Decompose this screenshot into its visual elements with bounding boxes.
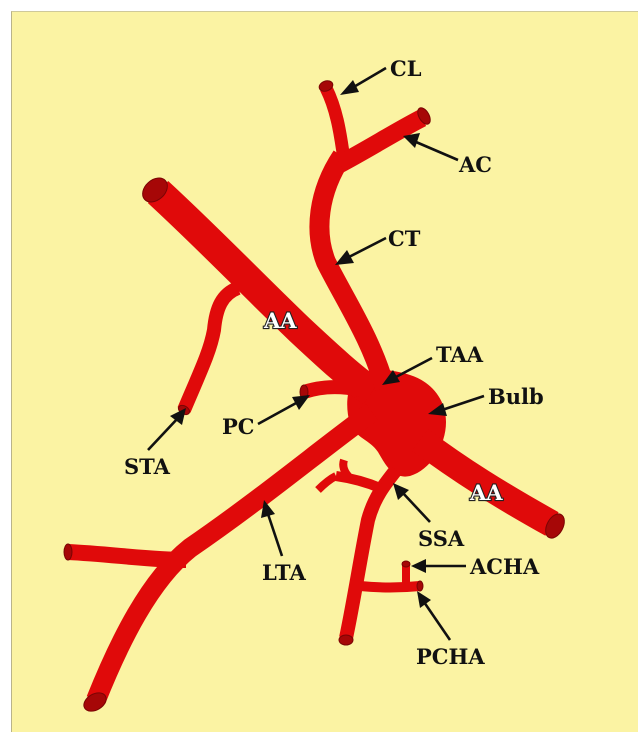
- label-sta: STA: [124, 454, 171, 479]
- arrow-sta: [148, 418, 178, 450]
- ssa-side3-vessel: [318, 476, 336, 490]
- label-taa: TAA: [436, 342, 484, 367]
- vessel-network: [68, 88, 552, 700]
- pc-vessel: [304, 387, 360, 392]
- label-lta: LTA: [262, 560, 307, 585]
- arrow-lta: [268, 514, 282, 556]
- label-pc: PC: [222, 414, 255, 439]
- label-cl: CL: [390, 56, 422, 81]
- acha-end: [402, 561, 410, 567]
- arrow-ssa: [402, 492, 430, 522]
- lta-left-end: [64, 544, 72, 560]
- arrow-acha-head: [411, 559, 426, 573]
- arrow-pc: [258, 402, 298, 424]
- arrow-pcha-head: [417, 591, 431, 608]
- pcha-end: [417, 581, 423, 591]
- label-ssa: SSA: [418, 526, 465, 551]
- arrow-ct-head: [335, 250, 354, 265]
- label-acha: ACHA: [469, 554, 540, 579]
- arrow-taa: [394, 358, 432, 378]
- arrow-pcha: [424, 602, 450, 640]
- label-aa-lower: AA: [469, 480, 503, 505]
- ssa-vessel: [346, 470, 396, 638]
- arrow-cl-head: [340, 80, 359, 95]
- label-pcha: PCHA: [416, 644, 485, 669]
- cl-vessel: [326, 88, 344, 160]
- label-aa-upper: AA: [263, 308, 297, 333]
- arrow-bulb: [442, 396, 484, 410]
- ssa-side2-vessel: [343, 460, 350, 478]
- ssa-side-vessel: [336, 476, 380, 488]
- pcha-vessel: [360, 586, 420, 588]
- arrow-ac: [416, 142, 458, 160]
- label-bulb: Bulb: [488, 384, 544, 409]
- arrow-ct: [347, 238, 386, 258]
- label-ct: CT: [388, 226, 421, 251]
- ssa-end: [339, 635, 353, 645]
- arrow-cl: [352, 68, 386, 88]
- lta-branch-vessel: [68, 552, 186, 560]
- label-ac: AC: [458, 152, 492, 177]
